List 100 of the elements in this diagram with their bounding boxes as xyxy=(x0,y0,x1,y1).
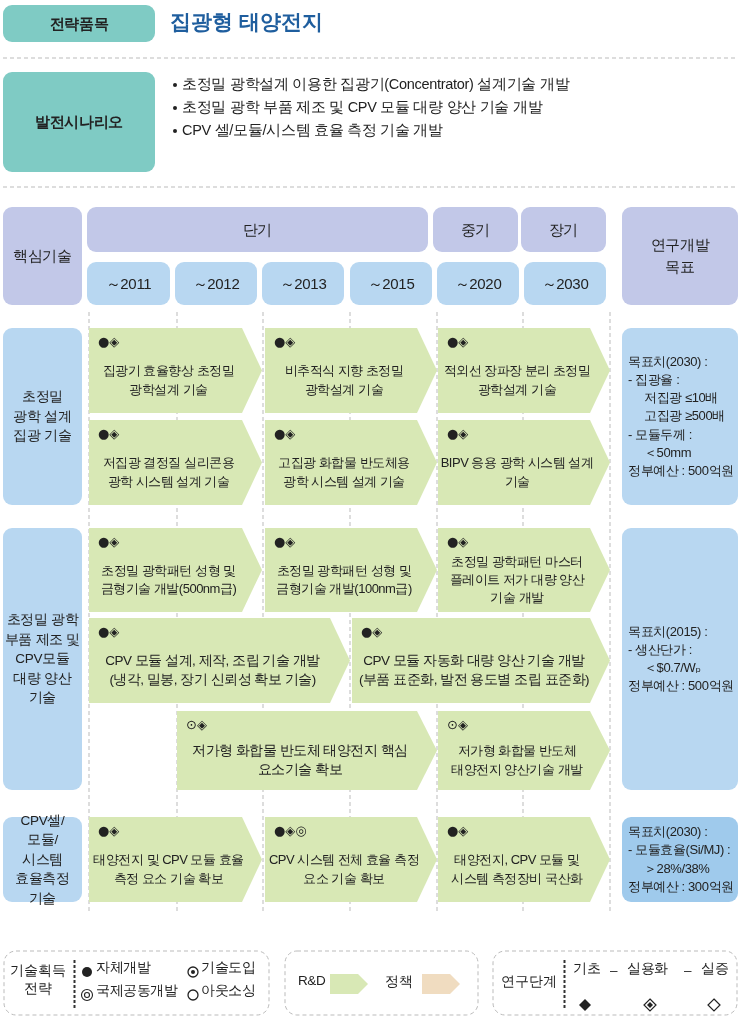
legend-text: 기술도입 xyxy=(201,959,256,977)
task-text: 적외선 장파장 분리 초정밀 광학설계 기술 xyxy=(442,362,592,399)
box-label: 연구개발 목표 xyxy=(649,235,711,277)
box-label: ～2012 xyxy=(191,273,241,294)
status-symbols: ●◈ xyxy=(98,334,120,349)
header-box xyxy=(521,207,606,252)
goal-box xyxy=(622,528,738,790)
title: 집광형 태양전지 xyxy=(170,9,323,35)
status-symbols: ●◈ xyxy=(447,823,469,838)
task-text: 초정밀 광학패턴 성형 및 금형기술 개발(100nm급) xyxy=(275,561,413,598)
task-text: CPV 시스템 전체 효율 측정 요소 기술 확보 xyxy=(267,851,421,888)
box-label: ～2011 xyxy=(104,273,153,294)
task-bar xyxy=(265,328,437,413)
legend-text: 실증 xyxy=(701,960,729,978)
period-box xyxy=(175,262,257,305)
goal-text: 목표치(2030) : xyxy=(628,823,709,842)
goal-text: 저집광 ≤10배 xyxy=(643,389,719,408)
legend-text: 기초 xyxy=(573,960,601,978)
status-symbols: ●◈ xyxy=(274,334,296,349)
status-symbols: ●◈ xyxy=(274,534,296,549)
task-text: 비추적식 지향 초정밀 광학설계 기술 xyxy=(283,362,405,399)
legend-text: 정책 xyxy=(385,973,413,991)
status-symbols: ●◈ xyxy=(274,426,296,441)
task-text: 집광기 효율향상 초정밀 광학설계 기술 xyxy=(101,362,236,399)
category-box xyxy=(3,528,82,790)
label-box xyxy=(3,72,155,172)
task-bar xyxy=(438,420,610,505)
dash-text: – xyxy=(610,962,618,980)
box-label: 중기 xyxy=(459,219,492,240)
goal-text: 목표치(2030) : xyxy=(628,352,709,371)
goal-box xyxy=(622,328,738,505)
period-box xyxy=(87,262,170,305)
goal-text: ＜$0.7/Wₚ xyxy=(643,659,702,677)
legend-heading: 연구단계 xyxy=(500,973,558,991)
task-bar xyxy=(177,711,437,790)
status-symbols: ●◈◎ xyxy=(274,823,307,838)
task-bar xyxy=(438,528,610,612)
goal-text: 정부예산 : 500억원 xyxy=(628,677,735,696)
bullet-text: 초정밀 광학 부품 제조 및 CPV 모듈 대량 양산 기술 개발 xyxy=(182,98,543,117)
period-box xyxy=(524,262,606,305)
box-label: ～2013 xyxy=(278,273,328,294)
goal-text: - 모듈두께 : xyxy=(628,425,693,444)
box-label: ～2015 xyxy=(366,273,416,294)
goal-text: 목표치(2015) : xyxy=(628,622,709,641)
task-bar xyxy=(438,817,610,902)
task-bar xyxy=(89,420,262,505)
task-text: 초정밀 광학패턴 마스터 플레이트 저가 대량 양산 기술 개발 xyxy=(448,552,586,608)
task-bar xyxy=(265,420,437,505)
period-box xyxy=(262,262,344,305)
task-bar xyxy=(438,328,610,413)
status-symbols: ⊙◈ xyxy=(186,717,207,732)
box-label: ～2030 xyxy=(540,273,590,294)
task-text: 저가형 화합물 반도체 태양전지 양산기술 개발 xyxy=(450,742,584,779)
task-text: 초정밀 광학패턴 성형 및 금형기술 개발(500nm급) xyxy=(99,561,238,598)
goal-box xyxy=(622,817,738,902)
header-box xyxy=(87,207,428,252)
task-bar xyxy=(89,328,262,413)
period-box xyxy=(350,262,432,305)
label-box xyxy=(3,5,155,42)
goal-text: 정부예산 : 500억원 xyxy=(628,461,735,480)
bullet-text: CPV 셀/모듈/시스템 효율 측정 기술 개발 xyxy=(182,121,443,140)
status-symbols: ●◈ xyxy=(98,624,120,639)
task-bar xyxy=(265,528,437,612)
box-label: 단기 xyxy=(241,219,274,240)
legend-text: 실용화 xyxy=(627,960,668,978)
task-text: CPV 모듈 설계, 제작, 조립 기술 개발 (냉각, 밀봉, 장기 신뢰성 확보 기술) xyxy=(104,651,321,689)
category-box xyxy=(3,328,82,505)
goal-text: 정부예산 : 300억원 xyxy=(628,877,735,896)
task-text: 고집광 화합물 반도체용 광학 시스템 설계 기술 xyxy=(277,454,411,491)
header-box xyxy=(622,207,738,305)
status-symbols: ⊙◈ xyxy=(447,717,468,732)
status-symbols: ●◈ xyxy=(98,534,120,549)
goal-text: ＜50mm xyxy=(643,443,693,462)
box-label: ～2020 xyxy=(453,273,503,294)
period-box xyxy=(437,262,519,305)
legend-text: 자체개발 xyxy=(96,959,151,977)
task-text: 저가형 화합물 반도체 태양전지 핵심 요소기술 확보 xyxy=(191,741,409,779)
status-symbols: ●◈ xyxy=(447,334,469,349)
goal-text: - 생산단가 : xyxy=(628,640,693,659)
task-text: CPV 모듈 자동화 대량 양산 기술 개발 (부품 표준화, 발전 용도별 조립 표준화) xyxy=(358,651,590,689)
legend-text: 국제공동개발 xyxy=(96,982,178,1000)
status-symbols: ●◈ xyxy=(98,426,120,441)
status-symbols: ●◈ xyxy=(361,624,383,639)
task-bar xyxy=(438,711,610,790)
header-box xyxy=(3,207,82,305)
box-label: 초정밀 광학 부품 제조 및 CPV모듈 대량 양산 기술 xyxy=(3,611,82,708)
task-text: 태양전지, CPV 모듈 및 시스템 측정장비 국산화 xyxy=(450,851,584,888)
goal-text: 고집광 ≥500배 xyxy=(643,407,726,426)
task-text: 태양전지 및 CPV 모듈 효율 측정 요소 기술 확보 xyxy=(92,851,245,888)
goal-text: - 모듈효율(Si/MJ) : xyxy=(628,841,732,860)
box-label: 장기 xyxy=(547,219,580,240)
task-bar xyxy=(89,528,262,612)
legend-text: 아웃소싱 xyxy=(201,982,256,1000)
status-symbols: ●◈ xyxy=(447,426,469,441)
goal-text: ＞28%/38% xyxy=(643,859,711,878)
status-symbols: ●◈ xyxy=(447,534,469,549)
bullet-text: 초정밀 광학설계 이용한 집광기(Concentrator) 설계기술 개발 xyxy=(182,75,570,94)
dash-text: – xyxy=(684,962,692,980)
box-label: 핵심기술 xyxy=(12,246,73,267)
legend-text: R&D xyxy=(298,973,326,988)
